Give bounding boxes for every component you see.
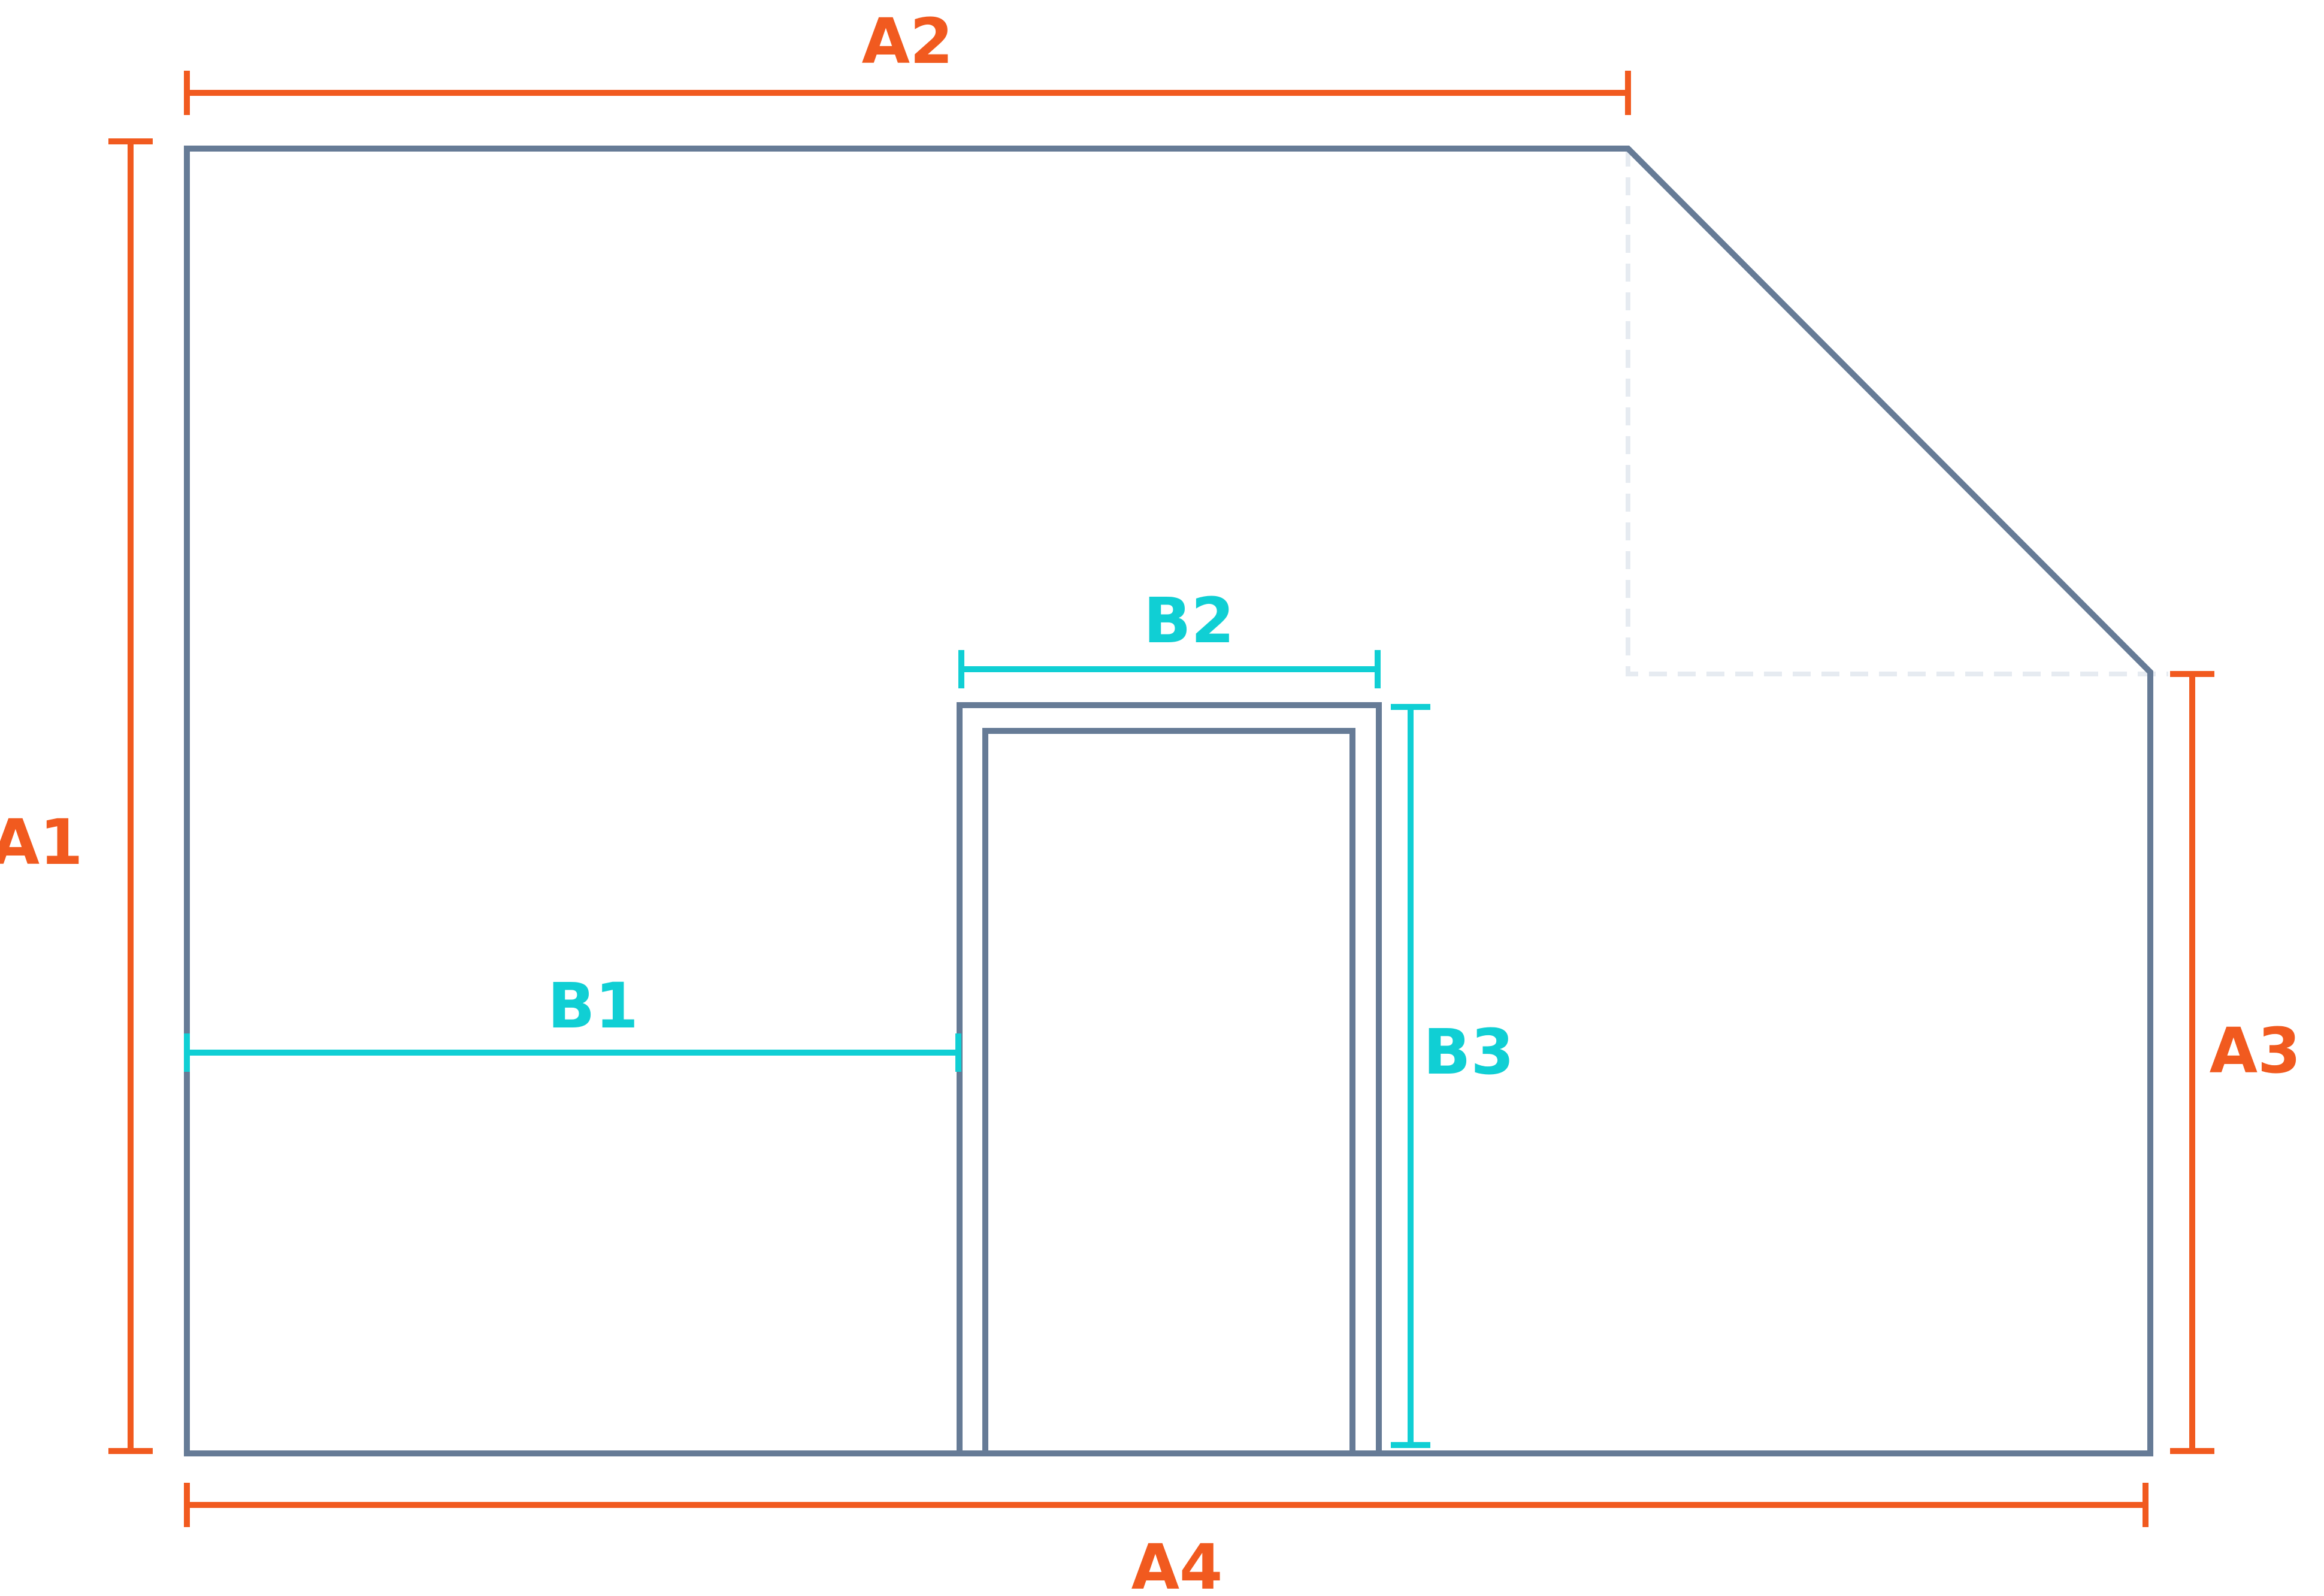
dimension-label-a3: A3 (2210, 1014, 2301, 1087)
wall-outline (184, 146, 2153, 1456)
dimension-a3 (2170, 671, 2214, 1454)
dimension-b2 (958, 650, 1381, 688)
dimension-label-a1: A1 (0, 806, 83, 879)
door-frame-outer (957, 702, 1382, 1453)
dimension-label-b2: B2 (1143, 584, 1234, 657)
dimension-a2 (184, 71, 1631, 115)
dimension-label-b3: B3 (1423, 1015, 1514, 1089)
door-frame-inner (982, 728, 1355, 1453)
dimension-a4 (184, 1483, 2149, 1527)
dimension-label-a4: A4 (1131, 1531, 1223, 1596)
dimension-b1 (184, 1033, 961, 1072)
dimension-label-a2: A2 (862, 5, 954, 78)
ghost-corner-outline (1626, 149, 2168, 676)
dimension-label-b1: B1 (547, 969, 639, 1042)
dimension-b3 (1391, 704, 1430, 1448)
dimension-a1 (108, 138, 153, 1454)
